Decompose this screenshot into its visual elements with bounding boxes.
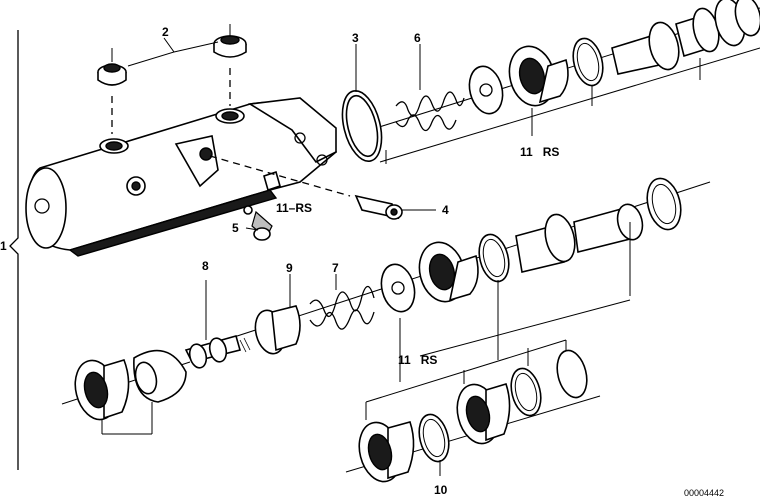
- lower-left-seals: [61, 349, 191, 435]
- label-3: 3: [352, 31, 359, 45]
- bleed-fitting: [209, 155, 403, 220]
- stop-screw: [243, 205, 273, 241]
- label-6: 6: [414, 31, 421, 45]
- label-11-rs-mid: 11–RS: [276, 201, 312, 215]
- cylinder-housing: [25, 97, 337, 257]
- drawing-number: 00004442: [684, 488, 724, 498]
- top-piston-assembly: [341, 0, 760, 164]
- label-4: 4: [442, 203, 449, 217]
- label-1: 1: [0, 239, 7, 253]
- reservoir-grommets: [97, 24, 247, 134]
- label-11-rs-low: 11 RS: [398, 353, 437, 367]
- repair-kit-seals: [345, 339, 601, 483]
- label-9: 9: [286, 261, 293, 275]
- label-10: 10: [434, 483, 448, 497]
- label-8: 8: [202, 259, 209, 273]
- middle-piston-assembly: [184, 177, 711, 382]
- leader-lines: [127, 37, 436, 308]
- assembly-bracket: [9, 30, 19, 470]
- label-5: 5: [232, 221, 239, 235]
- label-2: 2: [162, 25, 169, 39]
- label-7: 7: [332, 261, 339, 275]
- label-11-rs-top: 11 RS: [520, 145, 559, 159]
